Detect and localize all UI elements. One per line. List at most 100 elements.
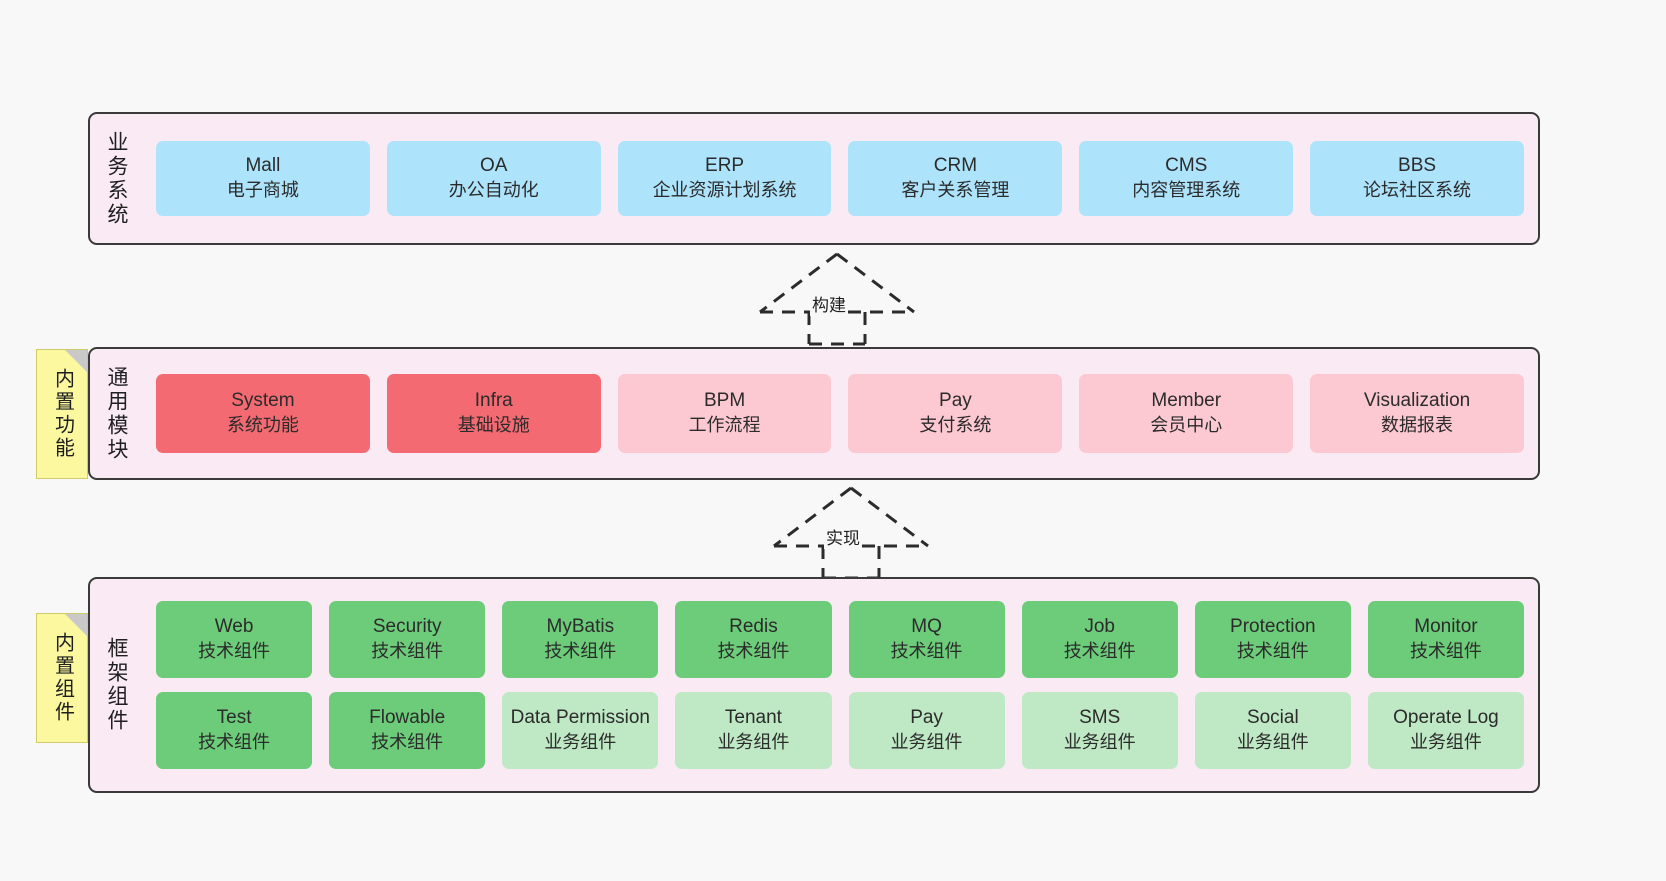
note-builtin-components-label: 内置组件 <box>51 632 74 724</box>
card-visualization-name: Visualization <box>1363 390 1471 412</box>
card-mybatis-desc: 技术组件 <box>544 641 617 662</box>
card-infra-desc: 基础设施 <box>457 415 530 436</box>
card-crm-name: CRM <box>933 155 978 177</box>
card-bpm[interactable]: BPM 工作流程 <box>617 374 832 453</box>
card-sms[interactable]: SMS 业务组件 <box>1021 692 1178 769</box>
card-test-desc: 技术组件 <box>198 732 271 753</box>
card-bbs-name: BBS <box>1398 155 1437 177</box>
card-pay-component-name: Pay <box>910 707 943 729</box>
card-social-desc: 业务组件 <box>1236 732 1309 753</box>
card-erp-name: ERP <box>705 155 745 177</box>
note-builtin-functions: 内置功能 <box>36 349 88 479</box>
note-fold-icon <box>65 614 87 636</box>
card-crm-desc: 客户关系管理 <box>901 180 1010 201</box>
card-job-name: Job <box>1084 616 1115 638</box>
layer-business-systems: 业务系统 Mall 电子商城 OA 办公自动化 ERP 企业资源计划系统 CRM… <box>88 112 1540 245</box>
card-bpm-name: BPM <box>703 390 746 412</box>
card-sms-desc: 业务组件 <box>1063 732 1136 753</box>
card-web[interactable]: Web 技术组件 <box>156 601 313 678</box>
card-pay-component[interactable]: Pay 业务组件 <box>848 692 1005 769</box>
card-test[interactable]: Test 技术组件 <box>156 692 313 769</box>
note-fold-icon <box>65 350 87 372</box>
card-member-name: Member <box>1151 390 1222 412</box>
card-visualization-desc: 数据报表 <box>1381 415 1454 436</box>
layer-title-framework: 框架组件 <box>105 637 129 733</box>
build-arrow-right-edge <box>836 252 915 314</box>
card-pay-component-desc: 业务组件 <box>890 732 963 753</box>
card-monitor-name: Monitor <box>1414 616 1478 638</box>
card-cms-name: CMS <box>1165 155 1208 177</box>
card-member-desc: 会员中心 <box>1150 415 1223 436</box>
layer-title-modules: 通用模块 <box>105 365 129 462</box>
framework-row-1: Web 技术组件 Security 技术组件 MyBatis 技术组件 Redi… <box>156 601 1524 678</box>
note-builtin-components: 内置组件 <box>36 613 88 743</box>
card-erp[interactable]: ERP 企业资源计划系统 <box>617 141 832 216</box>
card-oa-name: OA <box>480 155 508 177</box>
card-tenant-name: Tenant <box>724 707 782 729</box>
card-job-desc: 技术组件 <box>1063 641 1136 662</box>
impl-arrow-right-edge <box>850 486 929 548</box>
layer-title-business: 业务系统 <box>105 130 129 227</box>
card-test-name: Test <box>216 707 252 729</box>
card-protection-name: Protection <box>1230 616 1316 638</box>
card-pay-module-desc: 支付系统 <box>919 415 992 436</box>
card-infra-name: Infra <box>474 390 513 412</box>
card-cms-desc: 内容管理系统 <box>1132 180 1241 201</box>
card-data-permission-name: Data Permission <box>510 707 650 729</box>
card-sms-name: SMS <box>1079 707 1121 729</box>
card-system[interactable]: System 系统功能 <box>156 374 370 453</box>
card-social[interactable]: Social 业务组件 <box>1194 692 1351 769</box>
card-social-name: Social <box>1246 707 1299 729</box>
card-web-desc: 技术组件 <box>198 641 271 662</box>
card-mybatis[interactable]: MyBatis 技术组件 <box>502 601 659 678</box>
card-flowable-name: Flowable <box>369 707 446 729</box>
card-pay-module-name: Pay <box>939 390 972 412</box>
card-data-permission[interactable]: Data Permission 业务组件 <box>502 692 659 769</box>
card-cms[interactable]: CMS 内容管理系统 <box>1079 141 1294 216</box>
card-mall-desc: 电子商城 <box>226 180 299 201</box>
card-visualization[interactable]: Visualization 数据报表 <box>1310 374 1524 453</box>
card-mall-name: Mall <box>245 155 281 177</box>
card-monitor[interactable]: Monitor 技术组件 <box>1367 601 1524 678</box>
card-operate-log[interactable]: Operate Log 业务组件 <box>1367 692 1524 769</box>
card-system-desc: 系统功能 <box>226 415 299 436</box>
card-flowable[interactable]: Flowable 技术组件 <box>329 692 486 769</box>
card-mybatis-name: MyBatis <box>546 616 615 638</box>
card-oa[interactable]: OA 办公自动化 <box>386 141 601 216</box>
card-redis[interactable]: Redis 技术组件 <box>675 601 832 678</box>
connector-implement-label: 实现 <box>824 524 862 549</box>
card-tenant[interactable]: Tenant 业务组件 <box>675 692 832 769</box>
layer-common-modules: 通用模块 System 系统功能 Infra 基础设施 BPM 工作流程 Pay… <box>88 347 1540 480</box>
card-operate-log-name: Operate Log <box>1393 707 1499 729</box>
build-arrow-stem <box>807 312 867 346</box>
card-redis-desc: 技术组件 <box>717 641 790 662</box>
card-infra[interactable]: Infra 基础设施 <box>386 374 601 453</box>
connector-build-label: 构建 <box>810 291 848 316</box>
card-mq[interactable]: MQ 技术组件 <box>848 601 1005 678</box>
card-security-name: Security <box>372 616 442 638</box>
card-web-name: Web <box>214 616 254 638</box>
framework-row-2: Test 技术组件 Flowable 技术组件 Data Permission … <box>156 692 1524 769</box>
card-security[interactable]: Security 技术组件 <box>329 601 486 678</box>
card-redis-name: Redis <box>729 616 778 638</box>
layer-framework-components: 框架组件 Web 技术组件 Security 技术组件 MyBatis 技术组件… <box>88 577 1540 793</box>
card-system-name: System <box>231 390 295 412</box>
layer-body-framework: Web 技术组件 Security 技术组件 MyBatis 技术组件 Redi… <box>142 579 1538 791</box>
card-bbs[interactable]: BBS 论坛社区系统 <box>1310 141 1524 216</box>
card-job[interactable]: Job 技术组件 <box>1021 601 1178 678</box>
card-protection[interactable]: Protection 技术组件 <box>1194 601 1351 678</box>
card-bpm-desc: 工作流程 <box>688 415 761 436</box>
layer-body-modules: System 系统功能 Infra 基础设施 BPM 工作流程 Pay 支付系统… <box>142 349 1538 478</box>
card-data-permission-desc: 业务组件 <box>544 732 617 753</box>
card-crm[interactable]: CRM 客户关系管理 <box>848 141 1063 216</box>
card-mq-name: MQ <box>911 616 942 638</box>
card-pay-module[interactable]: Pay 支付系统 <box>848 374 1063 453</box>
card-security-desc: 技术组件 <box>371 641 444 662</box>
card-oa-desc: 办公自动化 <box>448 180 539 201</box>
card-member[interactable]: Member 会员中心 <box>1079 374 1294 453</box>
modules-cards-row: System 系统功能 Infra 基础设施 BPM 工作流程 Pay 支付系统… <box>156 374 1524 453</box>
card-mall[interactable]: Mall 电子商城 <box>156 141 370 216</box>
card-bbs-desc: 论坛社区系统 <box>1363 180 1472 201</box>
card-flowable-desc: 技术组件 <box>371 732 444 753</box>
